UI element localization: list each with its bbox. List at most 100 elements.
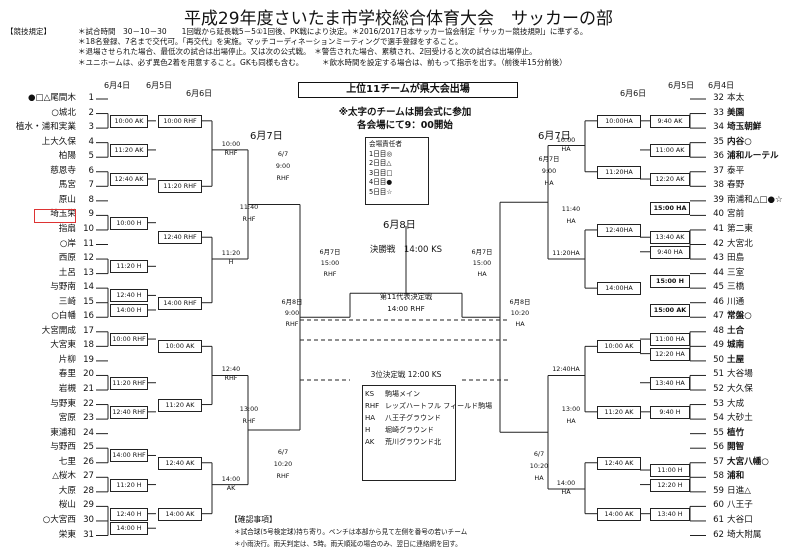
right-qf-label: HA [566,417,576,425]
right-r2-slot: 14:00HA [597,282,641,296]
right-r1-slot: 12:20 HA [650,347,690,361]
right-team-name: 大宮八幡○ [727,456,769,467]
right-bold-slot: 15:00 H [650,274,690,288]
right-r2-slot: 11:20HA [597,165,641,179]
left-team-name: 大宮開成 [41,325,76,336]
left-sf-label: RHF [323,270,337,278]
left-team-name: 岩槻 [58,384,76,394]
left-r1-slot: 11:20 RHF [110,376,148,390]
right-team-number: 59 [713,485,724,496]
right-sf-label: 15:00 [472,259,492,267]
right-team-name: 田島 [727,253,745,264]
right-team-name: 大成 [727,398,745,409]
right-sf-label: HA [515,320,525,328]
right-r3-slot: 12:40HA [552,365,580,374]
right-qf-label: 11:40 [561,205,581,213]
right-team-number: 62 [713,529,724,540]
right-team-number: 37 [713,165,724,176]
left-team-number: 3 [88,122,94,133]
right-team-number: 34 [713,122,724,133]
left-team-name: 三崎 [58,296,76,307]
right-r2-slot: 12:40 AK [597,456,641,470]
date-left-qf: 6月7日 [250,131,283,142]
left-team-name: 馬宮 [58,180,76,191]
left-team-number: 26 [83,456,94,467]
venue-name: 八王子グラウンド [385,414,441,422]
right-team-number: 56 [713,442,724,453]
left-team-number: 23 [83,413,94,424]
page-title: 平成29年度さいたま市学校総合体育大会 サッカーの部 [183,9,614,29]
right-team-name: 三橋 [727,282,745,293]
right-team-number: 39 [713,194,724,205]
left-team-number: 15 [83,296,94,307]
right-team-name: 泰平 [727,165,745,176]
left-team-name: 宮原 [58,413,76,424]
left-team-name: 大原 [58,485,76,496]
right-team-number: 58 [713,471,724,482]
right-sf-label: HA [477,270,487,278]
right-qf-label: 13:00 [561,405,581,413]
right-team-number: 54 [713,413,724,424]
left-team-name: 埼玉栄 [50,209,76,220]
right-r1-slot: 11:00 HA [650,333,690,347]
left-team-name: ○岸 [59,238,76,249]
right-team-number: 35 [713,136,724,147]
left-team-name: ○大宮西 [42,514,76,525]
right-r2-slot: 10:00 AK [597,340,641,354]
rules-label: 【競技規定】 [6,27,51,36]
right-team-name: 浦和 [727,471,745,482]
right-team-name: 本太 [727,93,745,103]
left-team-name: 栄東 [58,529,76,540]
left-team-number: 2 [88,107,94,118]
left-r2-slot: 12:40 AK [158,456,202,470]
left-team-name: 片柳 [58,354,76,365]
left-team-number: 16 [83,311,94,322]
officers-line: 5日目☆ [369,187,393,196]
left-r3-slot: 11:20 [221,249,241,258]
right-team-name: 南浦和△□●☆ [727,194,783,205]
left-r3-slot: H [228,258,234,267]
left-sf-label: RHF [285,320,299,328]
right-team-name: 美園 [727,107,745,118]
left-r1-slot: 11:20 H [110,260,148,274]
right-team-number: 51 [713,369,724,380]
right-r2-slot: 14:00 AK [597,507,641,521]
left-team-number: 21 [83,384,94,394]
right-r2-slot: 10:00HA [597,114,641,128]
rule-line: ＊退場させられた場合、最低次の試合は出場停止。又は次の公式戦。 ＊警告された場合… [78,47,537,57]
right-sf-label: 10:20 [510,309,530,317]
right-team-name: 埼大附属 [727,529,762,540]
left-team-name: 大宮東 [50,340,76,351]
left-team-number: 28 [83,485,94,496]
rules-list: ＊試合時間 30－10－30 1回戦から延長戦5－5①1回後、PK戦により決定。… [78,27,587,68]
rule-line: ＊ユニホームは、必ず異色2着を用意すること。GKも同様も含む。 ＊飲水時間を設定… [78,57,567,67]
notice: ※太字のチームは開会式に参加 各会場にて9：00開始 [330,107,480,132]
left-r1-slot: 12:40 AK [110,173,148,187]
right-qf-label: HA [544,179,554,187]
officers-line: 2日目△ [369,159,392,167]
date-right-r2: 6月5日 [668,81,695,90]
left-r3-slot: RHF [224,374,238,383]
left-r1-slot: 11:20 H [110,478,148,492]
left-team-number: 1 [88,93,94,103]
right-qf-label: 10:20 [529,462,549,470]
qualify-banner: 上位11チームが県大会出場 [298,82,518,98]
left-r1-slot: 10:00 RHF [110,333,148,347]
left-r3-slot: 10:00 [221,139,241,148]
right-team-number: 45 [713,282,724,293]
left-team-number: 25 [83,442,94,453]
venue-code: H [365,426,371,434]
left-team-name: 慈恩寺 [50,165,76,176]
left-r2-slot: 14:00 AK [158,507,202,521]
right-team-name: 大谷口 [727,514,753,525]
left-r1-slot: 12:40 H [110,507,148,521]
right-r1-slot: 11:00 H [650,464,690,478]
right-r1-slot: 13:40 AK [650,231,690,245]
right-team-name: 春野 [727,180,745,191]
left-r3-slot: 14:00 [221,474,241,483]
left-r3-slot: AK [226,483,236,492]
